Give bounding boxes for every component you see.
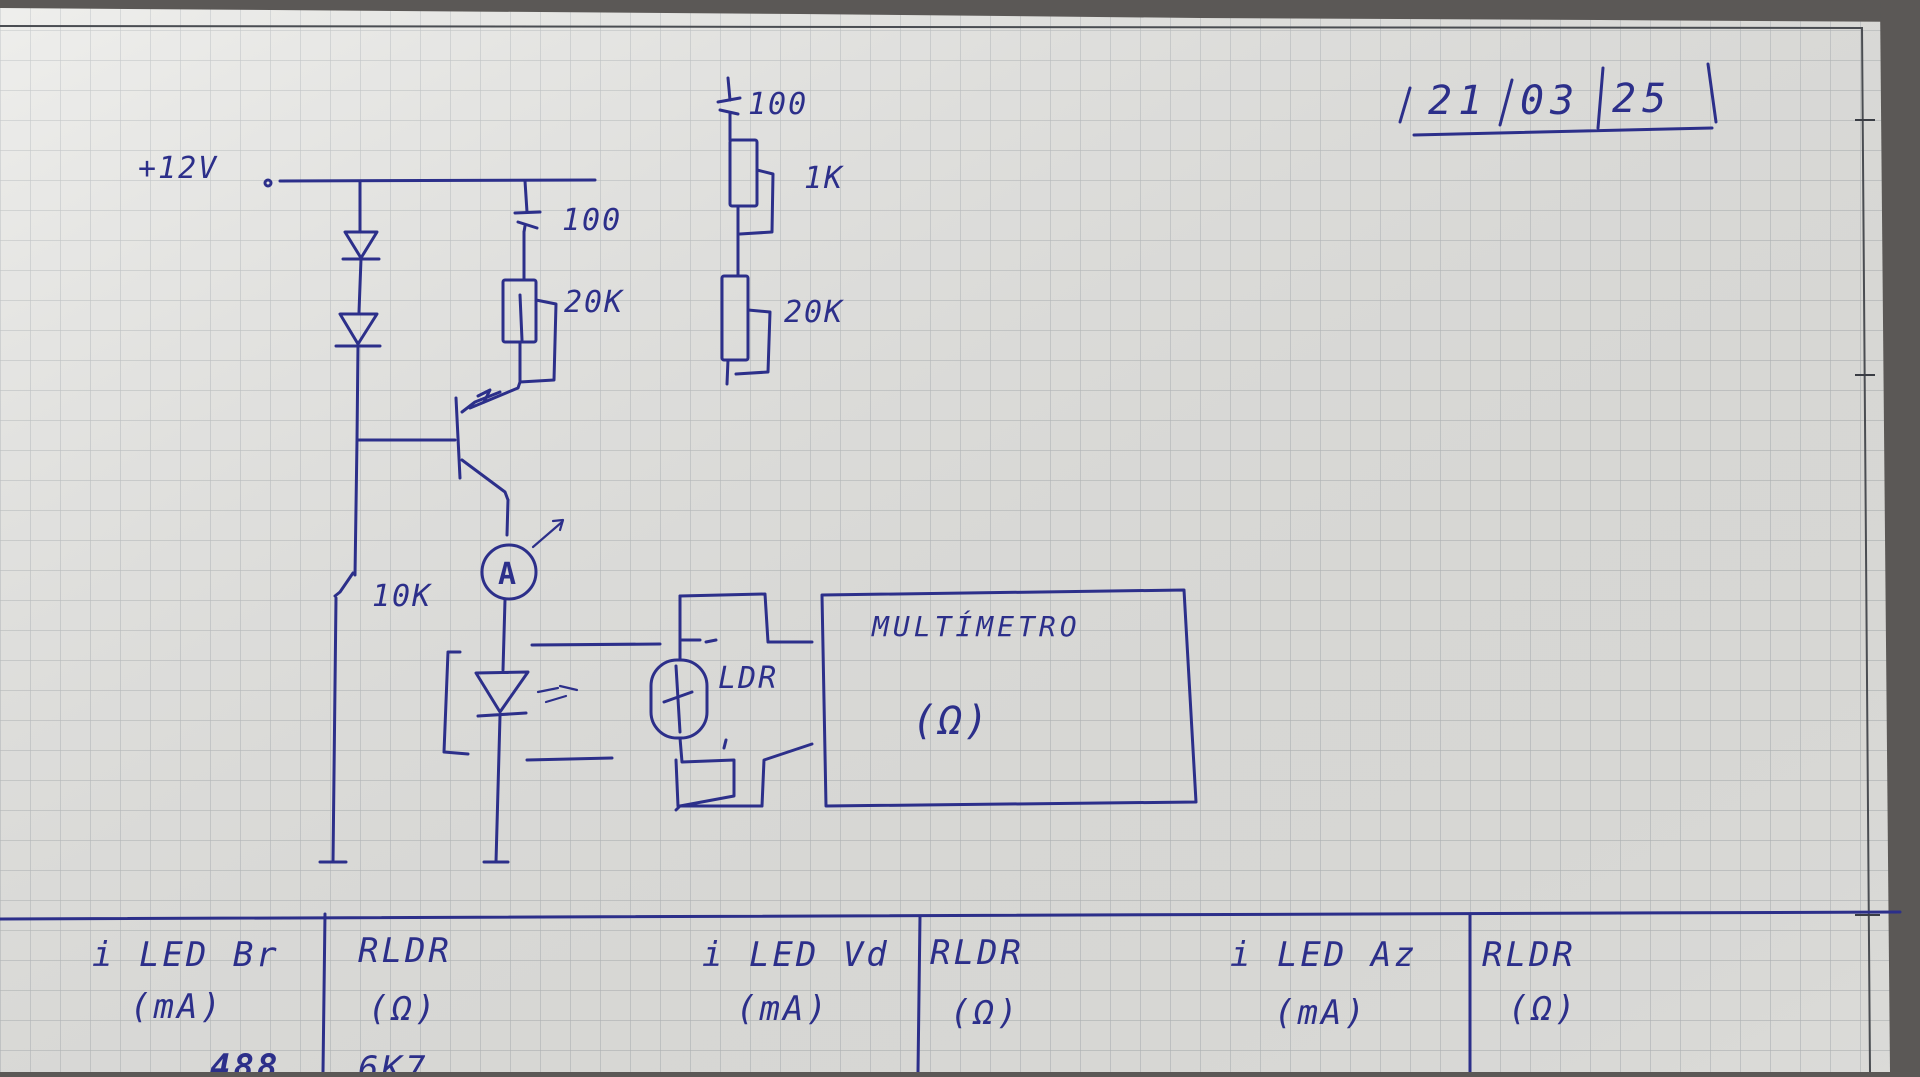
resistor-10k-label: 10K — [372, 579, 432, 614]
table-col-1-header: i LED Br — [92, 935, 280, 975]
side-potentiometer-20k-symbol: 20K — [720, 274, 844, 376]
ldr-label: LDR — [718, 661, 778, 696]
table-row-1-col-2: 6K7 — [358, 1049, 428, 1072]
potentiometer-20k-symbol: 20K — [501, 278, 624, 384]
table-col-3-unit: (mA) — [736, 989, 830, 1029]
table-col-6-header: RLDR — [1482, 935, 1576, 975]
potentiometer-20k-label: 20K — [564, 285, 624, 320]
side-potentiometer-20k-label: 20K — [784, 295, 844, 330]
table-col-3-header: i LED Vd — [702, 935, 890, 975]
led-symbol — [442, 642, 662, 762]
date-day: 21 — [1428, 78, 1488, 124]
multimeter-title: MULTÍMETRO — [871, 609, 1081, 643]
background-edge-right — [1880, 0, 1920, 1072]
table-col-4-unit: (Ω) — [950, 993, 1020, 1033]
data-table: i LED Br (mA) RLDR (Ω) i LED Vd (mA) RLD… — [0, 910, 1902, 1077]
transistor-symbol — [454, 388, 510, 502]
background-edge-top — [0, 0, 1920, 22]
resistor-100-symbol: 100 — [513, 203, 622, 238]
date-month: 03 — [1520, 78, 1580, 124]
multimeter-box: MULTÍMETRO (Ω) — [820, 588, 1198, 808]
table-col-5-header: i LED Az — [1230, 935, 1418, 975]
resistor-10k-symbol: 10K — [333, 571, 432, 614]
side-resistor-100-label: 100 — [748, 87, 808, 122]
table-col-1-unit: (mA) — [130, 987, 224, 1027]
resistor-100-label: 100 — [562, 203, 622, 238]
side-circuit: 100 1K 20K — [716, 76, 844, 386]
side-resistor-1k-label: 1K — [804, 161, 844, 196]
date-box: 21 03 25 — [1398, 62, 1718, 137]
ammeter-label: A — [498, 557, 516, 592]
table-col-5-unit: (mA) — [1274, 993, 1368, 1033]
main-circuit: +12V 10K 100 20K — [138, 151, 1198, 864]
side-resistor-1k-symbol: 1K — [728, 138, 844, 236]
table-col-4-header: RLDR — [930, 933, 1024, 973]
supply-label: +12V — [138, 151, 218, 186]
ammeter-symbol: A — [480, 518, 565, 601]
date-year: 25 — [1612, 76, 1672, 122]
multimeter-unit: (Ω) — [912, 698, 990, 744]
table-col-2-unit: (Ω) — [368, 989, 438, 1029]
table-row-1-col-1: 488 — [210, 1047, 280, 1072]
table-col-6-unit: (Ω) — [1508, 989, 1578, 1029]
side-resistor-100-symbol: 100 — [716, 87, 808, 142]
table-col-2-header: RLDR — [358, 931, 452, 971]
ldr-symbol: LDR — [649, 592, 814, 812]
